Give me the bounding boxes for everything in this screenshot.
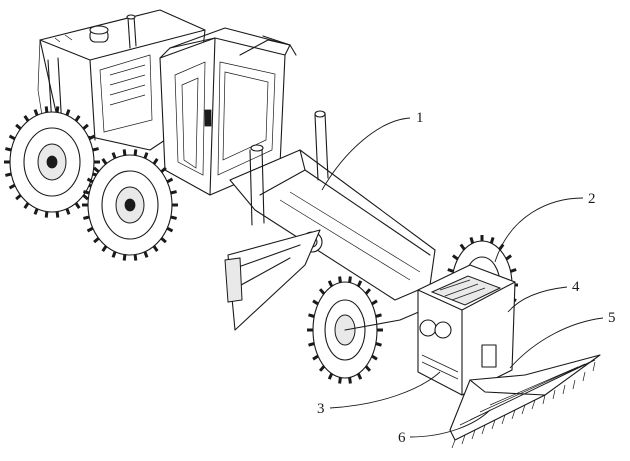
tire-tread-lug	[8, 183, 16, 190]
tire-tread-lug	[8, 134, 16, 141]
tire-tread-lug	[338, 276, 342, 283]
tire-tread-lug	[83, 190, 90, 195]
tire-tread-lug	[318, 365, 326, 372]
tire-tread-lug	[93, 166, 100, 173]
tire-tread-lug	[356, 280, 363, 287]
tire-tread-lug	[92, 147, 99, 152]
tire-tread-lug	[15, 194, 22, 201]
tire-tread-lug	[170, 215, 177, 220]
tire-tread-lug	[152, 245, 159, 252]
leader-line-4	[507, 286, 568, 313]
tire-tread-lug	[23, 202, 30, 209]
callout-4: 4	[572, 279, 580, 295]
callout-5: 5	[608, 310, 616, 326]
tire-tread-lug	[348, 377, 352, 384]
tire-tread-lug	[111, 152, 117, 159]
tire-tread-lug	[101, 158, 108, 165]
tire-tread-lug	[160, 237, 167, 244]
rear-right-wheel	[82, 149, 178, 261]
leader-line-2	[494, 197, 584, 263]
tire-tread-lug	[93, 237, 100, 244]
leader-line-5	[509, 317, 604, 369]
tire-tread-lug	[489, 236, 495, 244]
tire-tread-lug	[143, 251, 149, 258]
leader-line-1	[321, 117, 411, 191]
tire-tread-lug	[82, 194, 89, 201]
operator-cab	[159, 27, 297, 196]
tire-tread-lug	[111, 251, 117, 258]
rake-attachment	[449, 354, 601, 449]
tire-tread-lug	[55, 106, 60, 113]
callout-6: 6	[398, 430, 406, 446]
tire-tread-lug	[338, 377, 342, 384]
tire-tread-lug	[5, 147, 12, 152]
tire-tread-lug	[327, 373, 334, 380]
tire-tread-lug	[375, 313, 382, 318]
tire-tread-lug	[318, 288, 326, 295]
leader-lines	[321, 117, 604, 438]
tire-tread-lug	[348, 276, 352, 283]
tire-tread-lug	[23, 115, 30, 122]
tire-tread-lug	[312, 299, 319, 306]
tire-tread-lug	[152, 158, 159, 165]
tire-tread-lug	[86, 226, 94, 233]
tire-tread-lug	[65, 208, 71, 215]
tire-tread-lug	[505, 254, 512, 261]
tire-tread-lug	[356, 373, 363, 380]
tire-tread-lug	[44, 106, 49, 113]
tire-tread-lug	[122, 254, 127, 261]
tire-tread-lug	[371, 299, 378, 306]
tire-tread-lug	[122, 149, 127, 156]
tire-tread-lug	[312, 354, 319, 361]
tire-tread-lug	[82, 123, 89, 130]
tire-tread-lug	[308, 313, 315, 318]
tire-tread-lug	[33, 208, 39, 215]
tire-tread-lug	[364, 365, 372, 372]
tire-tread-lug	[375, 342, 382, 347]
tire-tread-lug	[55, 211, 60, 218]
tire-tread-lug	[143, 152, 149, 159]
rear-left-wheel	[4, 106, 100, 218]
tire-tread-lug	[44, 211, 49, 218]
callout-2: 2	[588, 191, 596, 207]
tire-tread-lug	[364, 288, 372, 295]
leader-line-3	[329, 371, 441, 409]
tire-tread-lug	[452, 254, 459, 261]
tire-tread-lug	[65, 109, 71, 116]
tire-tread-lug	[74, 202, 81, 209]
tire-tread-lug	[133, 149, 138, 156]
tire-tread-lug	[15, 123, 22, 130]
tire-tread-lug	[469, 236, 475, 244]
tire-tread-lug	[33, 109, 39, 116]
tire-tread-lug	[510, 268, 517, 273]
attachment-box	[417, 264, 516, 396]
tire-tread-lug	[101, 245, 108, 252]
tire-tread-lug	[83, 215, 90, 220]
tire-tread-lug	[170, 190, 177, 195]
leader-line-6	[409, 409, 491, 438]
tire-tread-lug	[459, 243, 466, 251]
tire-tread-lug	[160, 166, 167, 173]
tire-tread-lug	[74, 115, 81, 122]
tire-tread-lug	[5, 172, 12, 177]
tire-tread-lug	[86, 177, 94, 184]
tire-tread-lug	[133, 254, 138, 261]
callout-3: 3	[317, 401, 325, 417]
tire-tread-lug	[166, 226, 174, 233]
callout-1: 1	[416, 110, 424, 126]
tire-tread-lug	[166, 177, 174, 184]
tire-tread-lug	[327, 280, 334, 287]
tire-tread-lug	[371, 354, 378, 361]
tire-tread-lug	[88, 134, 96, 141]
moldboard-blade	[224, 229, 321, 331]
tire-tread-lug	[447, 268, 454, 273]
tire-tread-lug	[308, 342, 315, 347]
